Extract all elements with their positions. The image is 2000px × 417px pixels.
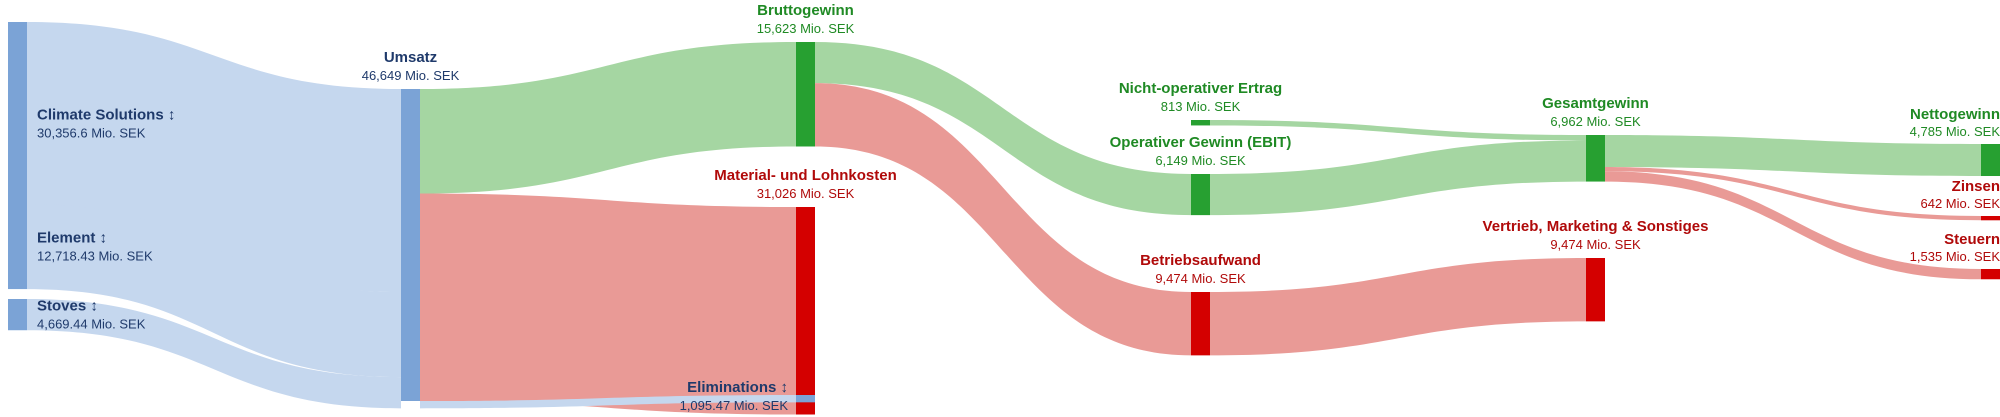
node-value-netto: 4,785 Mio. SEK [1910,124,2000,139]
link-umsatz-to-brutto [420,42,796,194]
node-betrieb [1191,292,1210,356]
link-umsatz-to-material [420,193,796,415]
node-label-material: Material- und Lohnkosten [714,167,897,184]
link-stoves-to-umsatz [27,299,401,409]
link-gesamt-to-netto [1605,135,1981,177]
node-label-stoves: Stoves ↕ [37,298,98,315]
node-value-nonop: 813 Mio. SEK [1161,99,1241,114]
node-element [8,204,27,290]
node-value-steuern: 1,535 Mio. SEK [1910,249,2000,264]
node-label-brutto: Bruttogewinn [757,2,854,19]
node-gesamt [1586,135,1605,182]
node-stoves [8,299,27,331]
node-value-vertrieb: 9,474 Mio. SEK [1550,237,1641,252]
node-umsatz [401,89,420,401]
link-nonop-to-gesamt [1210,120,1586,141]
node-value-element: 12,718.43 Mio. SEK [37,249,153,264]
node-elim [796,395,815,403]
node-label-umsatz: Umsatz [384,49,437,66]
node-vertrieb [1586,258,1605,322]
link-gesamt-to-steuern [1605,171,1981,280]
node-brutto [796,42,815,147]
node-value-stoves: 4,669.44 Mio. SEK [37,317,146,332]
node-value-umsatz: 46,649 Mio. SEK [362,68,460,83]
node-value-material: 31,026 Mio. SEK [757,186,855,201]
node-label-vertrieb: Vertrieb, Marketing & Sonstiges [1483,218,1709,235]
node-label-climate: Climate Solutions ↕ [37,107,175,124]
node-value-climate: 30,356.6 Mio. SEK [37,126,146,141]
node-label-gesamt: Gesamtgewinn [1542,95,1649,112]
node-zinsen [1981,216,2000,221]
node-label-element: Element ↕ [37,230,107,247]
node-steuern [1981,269,2000,280]
node-label-steuern: Steuern [1944,231,2000,248]
link-brutto-to-ebit [815,42,1191,216]
link-betrieb-to-vertrieb [1210,258,1586,356]
link-brutto-to-betrieb [815,83,1191,356]
node-material [796,207,815,415]
link-ebit-to-gesamt [1210,140,1586,216]
labels-layer: Climate Solutions ↕ 30,356.6 Mio. SEK Elem… [37,2,2000,413]
node-label-ebit: Operativer Gewinn (EBIT) [1110,134,1292,151]
node-value-ebit: 6,149 Mio. SEK [1155,153,1246,168]
node-value-brutto: 15,623 Mio. SEK [757,21,855,36]
node-climate [8,22,27,226]
node-value-zinsen: 642 Mio. SEK [1921,196,2000,211]
link-umsatz-to-elim [420,395,796,409]
link-element-to-umsatz [27,204,401,378]
node-netto [1981,144,2000,177]
node-value-elim: 1,095.47 Mio. SEK [680,398,789,413]
node-nonop [1191,120,1210,126]
node-ebit [1191,174,1210,216]
links-layer [27,22,1981,415]
node-value-betrieb: 9,474 Mio. SEK [1155,271,1246,286]
node-label-betrieb: Betriebsaufwand [1140,252,1261,269]
node-label-netto: Nettogewinn [1910,106,2000,123]
node-label-zinsen: Zinsen [1952,178,2000,195]
nodes-layer [8,22,2000,415]
link-gesamt-to-zinsen [1605,167,1981,221]
node-label-nonop: Nicht-operativer Ertrag [1119,80,1282,97]
node-value-gesamt: 6,962 Mio. SEK [1550,114,1641,129]
node-label-elim: Eliminations ↕ [687,379,788,396]
